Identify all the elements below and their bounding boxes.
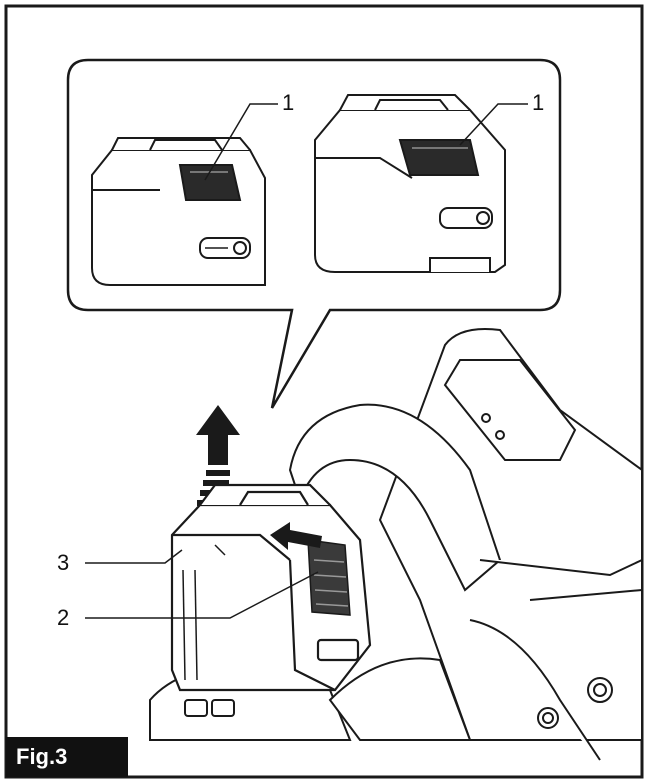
callout-label-1a: 1 bbox=[282, 90, 295, 115]
leader-line-3 bbox=[85, 549, 183, 564]
callout-label-2: 2 bbox=[57, 605, 70, 630]
leader-line-1b bbox=[459, 103, 528, 146]
arrow-push-icon bbox=[270, 522, 322, 550]
battery-large-icon bbox=[314, 94, 506, 273]
leader-line-2 bbox=[85, 571, 319, 619]
figure-border bbox=[4, 4, 644, 779]
release-button-icon bbox=[307, 539, 351, 616]
chainsaw-icon bbox=[149, 328, 643, 761]
battery-small-icon bbox=[91, 137, 266, 286]
callout-label-3: 3 bbox=[57, 550, 70, 575]
callout-label-1b: 1 bbox=[532, 90, 545, 115]
leader-line-1a bbox=[204, 103, 278, 181]
figure-tag: Fig.3 bbox=[6, 737, 128, 777]
